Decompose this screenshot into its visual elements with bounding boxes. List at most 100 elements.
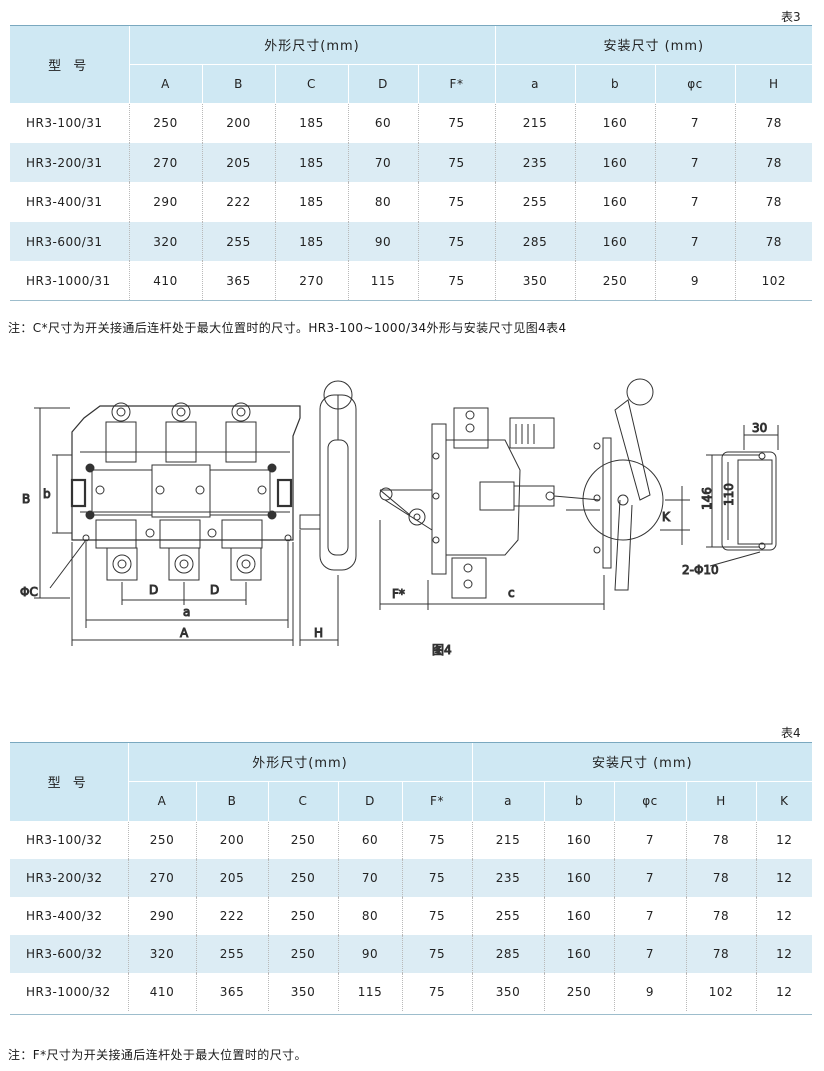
table3-note: 注：C*尺寸为开关接通后连杆处于最大位置时的尺寸。HR3-100~1000/34…: [8, 321, 567, 335]
table-row: HR3-600/31 320 255 185 90 75 285 160 7 7…: [10, 222, 813, 261]
figure4-caption: 图4: [432, 643, 452, 657]
table-cell: 270: [128, 859, 197, 897]
table-cell: 115: [338, 973, 403, 1011]
table-cell: 9: [655, 261, 736, 300]
table-cell: 7: [655, 182, 736, 222]
table4-col-header: H: [686, 781, 757, 822]
table-cell: 250: [268, 897, 339, 935]
table-cell: 320: [128, 935, 197, 973]
table-cell: 7: [614, 935, 687, 973]
table-row: HR3-100/32 250 200 250 60 75 215 160 7 7…: [10, 821, 812, 859]
table-cell: 102: [761, 273, 786, 288]
table-cell: 78: [686, 897, 757, 935]
table4-note: 注：F*尺寸为开关接通后连杆处于最大位置时的尺寸。: [8, 1048, 307, 1062]
table-cell: 250: [268, 859, 339, 897]
table4-col-header: φc: [614, 781, 687, 822]
table-row: HR3-200/31 270 205 185 70 75 235 160 7 7…: [10, 143, 813, 182]
table-cell: 7: [614, 821, 687, 859]
table-cell: 250: [268, 821, 339, 859]
table-cell: 12: [756, 859, 813, 897]
table-cell: 250: [544, 973, 615, 1011]
table-cell: 75: [402, 821, 473, 859]
table-cell: HR3-400/31: [10, 182, 130, 222]
table-cell: 160: [575, 222, 656, 261]
table-cell: 350: [495, 261, 576, 300]
table-cell: HR3-100/32: [10, 821, 129, 859]
dim-label-phiC: ΦC: [20, 585, 38, 599]
dim-label-c: c: [508, 586, 515, 600]
table3-caption: 表3: [781, 10, 801, 24]
table-cell: 160: [544, 935, 615, 973]
table3-col-header: A: [129, 64, 203, 104]
table-cell: 78: [765, 116, 782, 131]
table-cell: 75: [402, 859, 473, 897]
table4-col-header: F*: [402, 781, 473, 822]
table-cell: 255: [196, 935, 269, 973]
table-cell: HR3-600/32: [10, 935, 129, 973]
table4-caption: 表4: [781, 726, 801, 740]
table-cell: 75: [402, 897, 473, 935]
table-cell: 235: [495, 143, 576, 182]
table3-col-header: C: [275, 64, 349, 104]
table-cell: 222: [196, 897, 269, 935]
table-cell: 7: [655, 103, 736, 143]
table-cell: HR3-100/31: [10, 103, 130, 143]
table3-col-header: φc: [655, 64, 736, 104]
table-cell: 350: [472, 973, 545, 1011]
table3-model-header: 型 号: [10, 26, 130, 104]
table-cell: 410: [128, 973, 197, 1011]
table-cell: 75: [402, 935, 473, 973]
table-cell: 102: [686, 973, 757, 1011]
table-row: HR3-1000/32 410 365 350 115 75 350 250 9…: [10, 973, 812, 1011]
table-cell: 185: [275, 103, 349, 143]
table-cell: 285: [495, 222, 576, 261]
table-cell: 160: [544, 821, 615, 859]
table-row: HR3-600/32 320 255 250 90 75 285 160 7 7…: [10, 935, 813, 973]
table3-bottom-rule: [10, 300, 812, 301]
table3-col-header: a: [495, 64, 576, 104]
table-cell: 75: [418, 182, 496, 222]
table3-outline-dims-header: 外形尺寸(mm): [129, 26, 496, 65]
table4-col-header: B: [196, 781, 269, 822]
table3-top-rule: [10, 25, 812, 26]
table-cell: 185: [275, 222, 349, 261]
table-cell: 160: [544, 859, 615, 897]
table-cell: 250: [268, 935, 339, 973]
table3: 型 号 外形尺寸(mm) 安装尺寸 (mm) A B C D F* a b φc…: [10, 26, 813, 300]
table-cell: 78: [735, 143, 813, 182]
table-cell: 9: [614, 973, 687, 1011]
table-cell: 200: [196, 821, 269, 859]
table-cell: 160: [575, 143, 656, 182]
table-cell: HR3-200/32: [10, 859, 129, 897]
table-cell: 78: [765, 195, 782, 209]
side-view: [379, 378, 690, 610]
dim-label-110: 110: [722, 483, 736, 506]
table-cell: 7: [655, 222, 736, 261]
table4-col-header: a: [472, 781, 545, 822]
table-cell: 222: [202, 182, 276, 222]
table-cell: 70: [348, 143, 419, 182]
table4-col-header: D: [338, 781, 403, 822]
dim-label-30: 30: [752, 421, 767, 435]
table-cell: 7: [614, 897, 687, 935]
table-cell: 70: [338, 859, 403, 897]
table-cell: 290: [129, 182, 203, 222]
table-cell: 80: [338, 897, 403, 935]
table-cell: 12: [776, 909, 793, 923]
dim-label-B: B: [22, 492, 30, 506]
table-cell: 80: [348, 182, 419, 222]
table-row: HR3-100/31 250 200 185 60 75 215 160 7 7…: [10, 103, 812, 143]
dim-label-D1: D: [149, 583, 158, 597]
table-row: HR3-400/31 290 222 185 80 75 255 160 7 7…: [10, 182, 812, 222]
table-cell: 215: [495, 103, 576, 143]
table4-bottom-rule: [10, 1014, 812, 1015]
table-cell: 410: [129, 261, 203, 300]
dim-label-D2: D: [210, 583, 219, 597]
table-cell: 255: [202, 222, 276, 261]
table3-col-header: F*: [418, 64, 496, 104]
table3-col-header: B: [202, 64, 276, 104]
front-view: [34, 380, 357, 646]
table-cell: 160: [575, 103, 656, 143]
table-cell: 90: [338, 935, 403, 973]
